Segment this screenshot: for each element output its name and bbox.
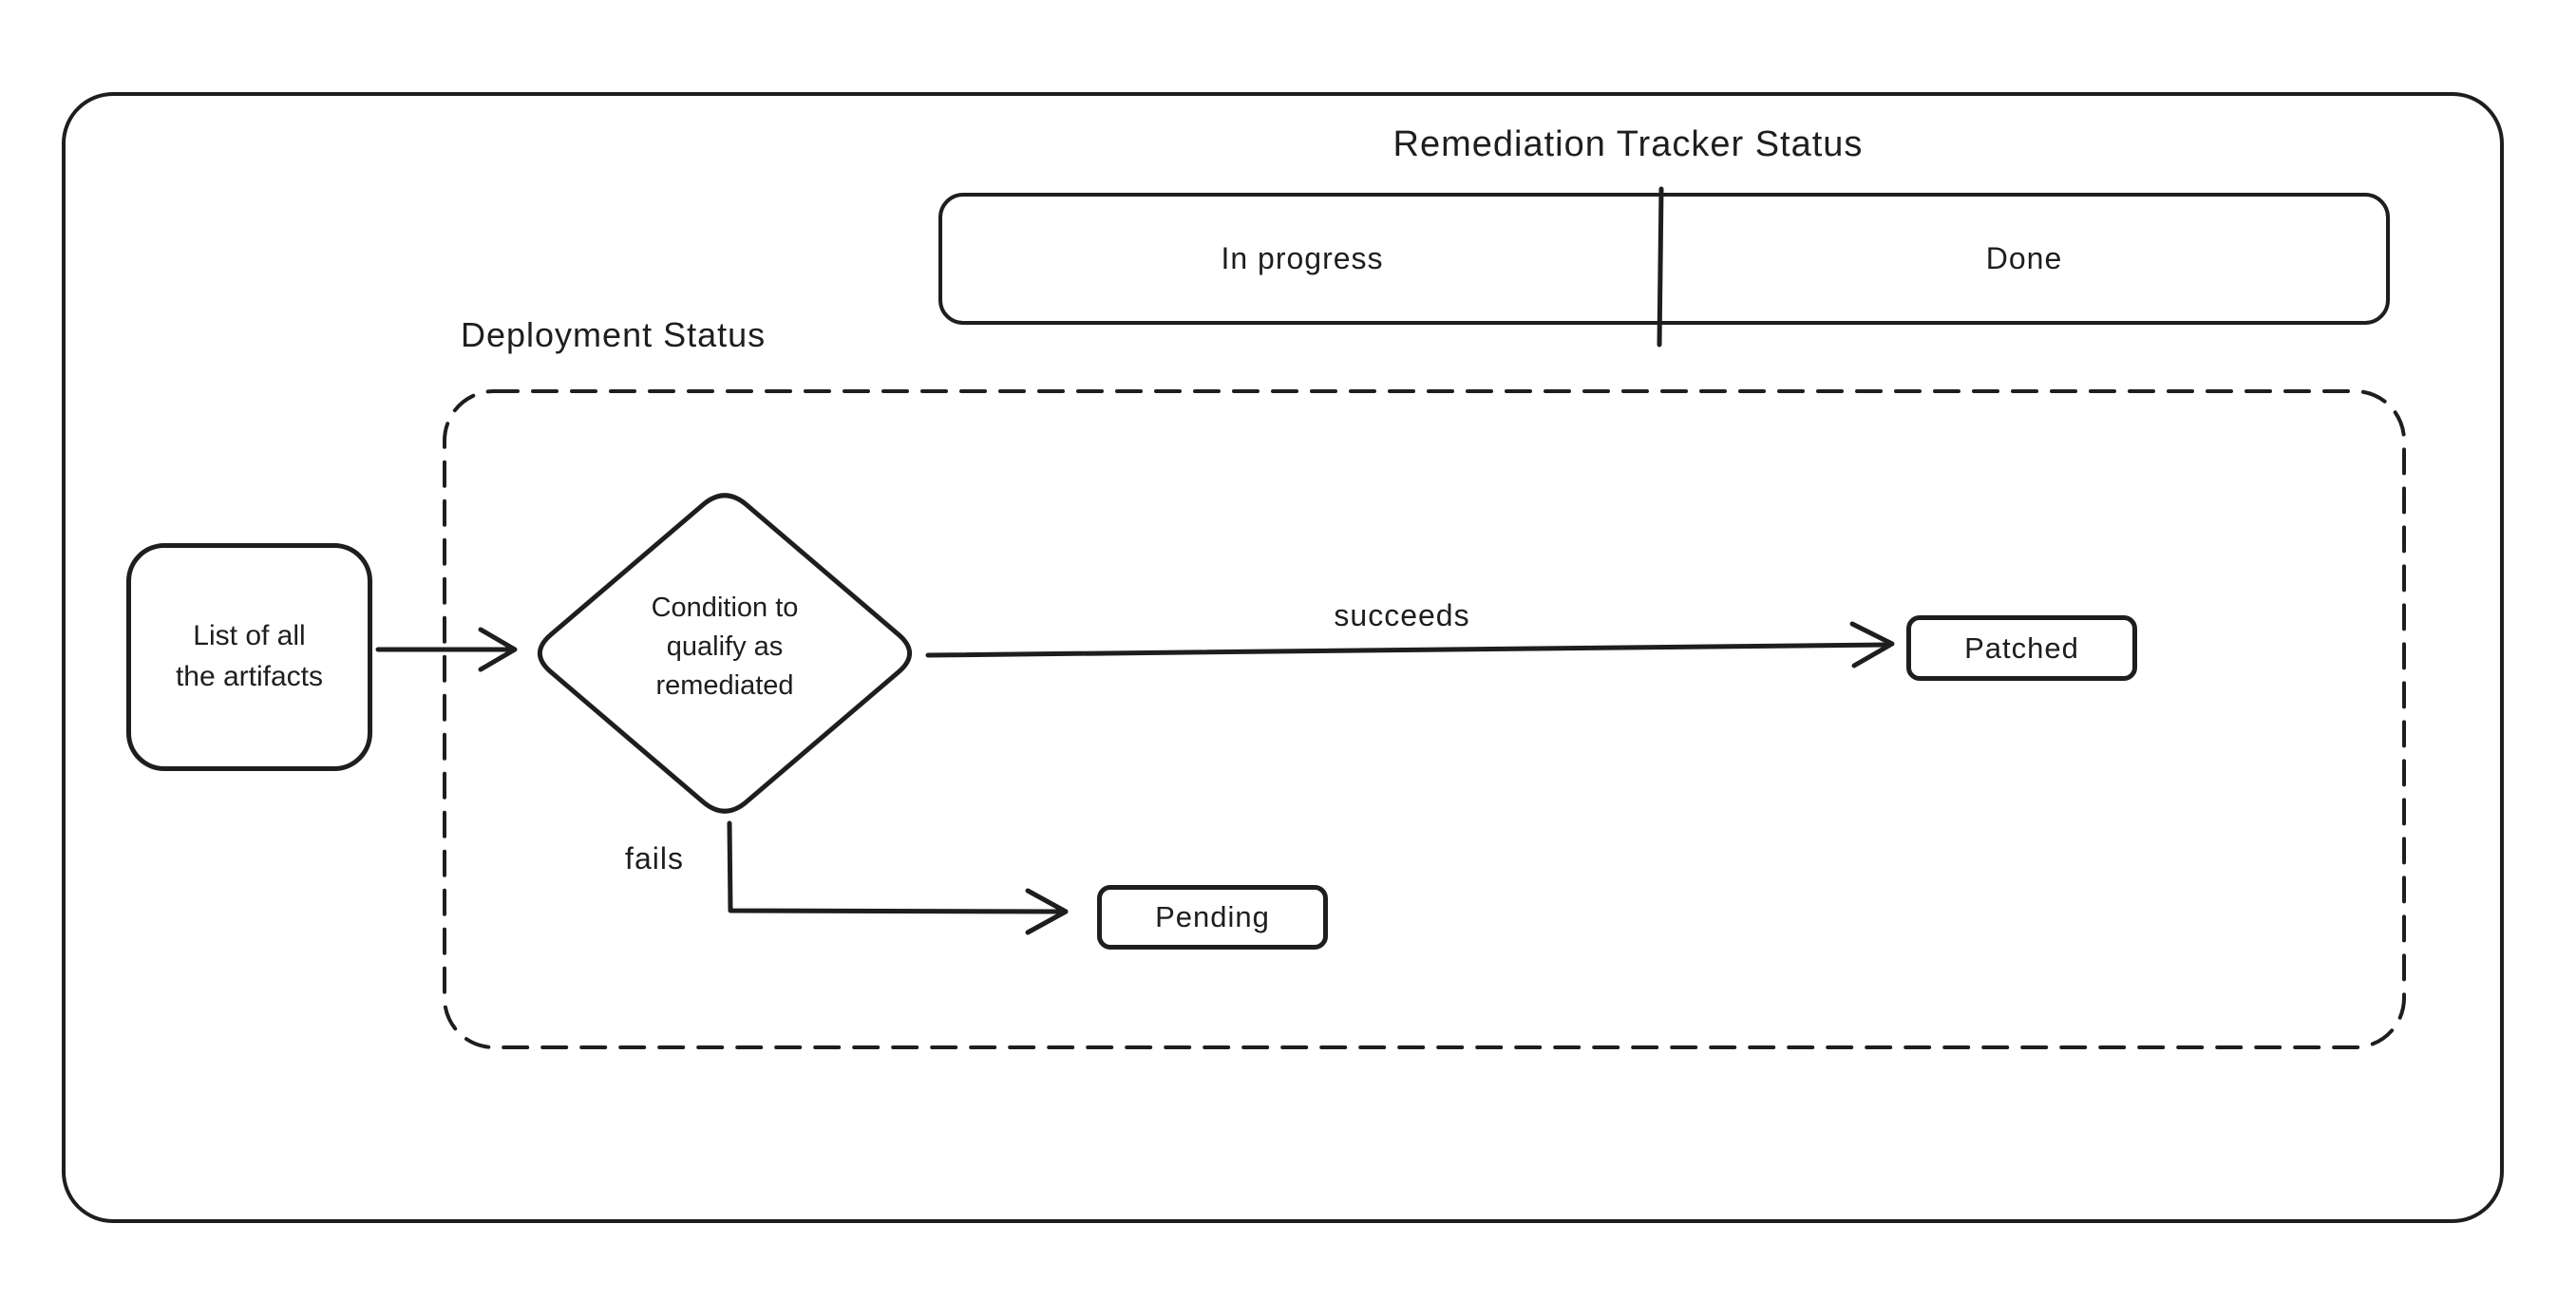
edge-succeeds-label: succeeds <box>1334 598 1470 632</box>
condition-diamond[interactable] <box>537 493 913 814</box>
condition-diamond-label: Condition to qualify as remediated <box>573 589 877 706</box>
tracker-in-progress-label: In progress <box>1221 241 1384 275</box>
node-artifacts-list[interactable]: List of all the artifacts <box>126 543 372 771</box>
edge-fails-arrow <box>727 820 1069 935</box>
edge-artifacts-to-condition-arrow <box>375 627 518 672</box>
node-patched[interactable]: Patched <box>1906 615 2137 681</box>
diagram-title: Remediation Tracker Status <box>1392 124 1864 164</box>
tracker-status-bar: In progress Done <box>938 193 2390 325</box>
node-pending[interactable]: Pending <box>1097 885 1328 950</box>
patched-label: Patched <box>1964 631 2079 665</box>
condition-label-line3: remediated <box>655 670 794 702</box>
outer-frame <box>62 92 2504 1223</box>
pending-label: Pending <box>1155 900 1270 933</box>
tracker-cell-in-progress[interactable]: In progress <box>942 197 1662 321</box>
edge-fails-label: fails <box>625 841 684 875</box>
condition-label-line2: qualify as <box>666 631 784 663</box>
condition-label-line1: Condition to <box>651 593 799 623</box>
deployment-group-box <box>443 389 2406 1049</box>
tracker-done-label: Done <box>1985 241 2063 275</box>
tracker-divider-line <box>1657 186 1664 348</box>
artifacts-label-line2: the artifacts <box>175 661 324 692</box>
edge-succeeds-arrow <box>925 621 1895 668</box>
deployment-group-label: Deployment Status <box>461 315 767 354</box>
tracker-cell-done[interactable]: Done <box>1662 197 2386 321</box>
artifacts-label-line1: List of all <box>193 620 306 652</box>
